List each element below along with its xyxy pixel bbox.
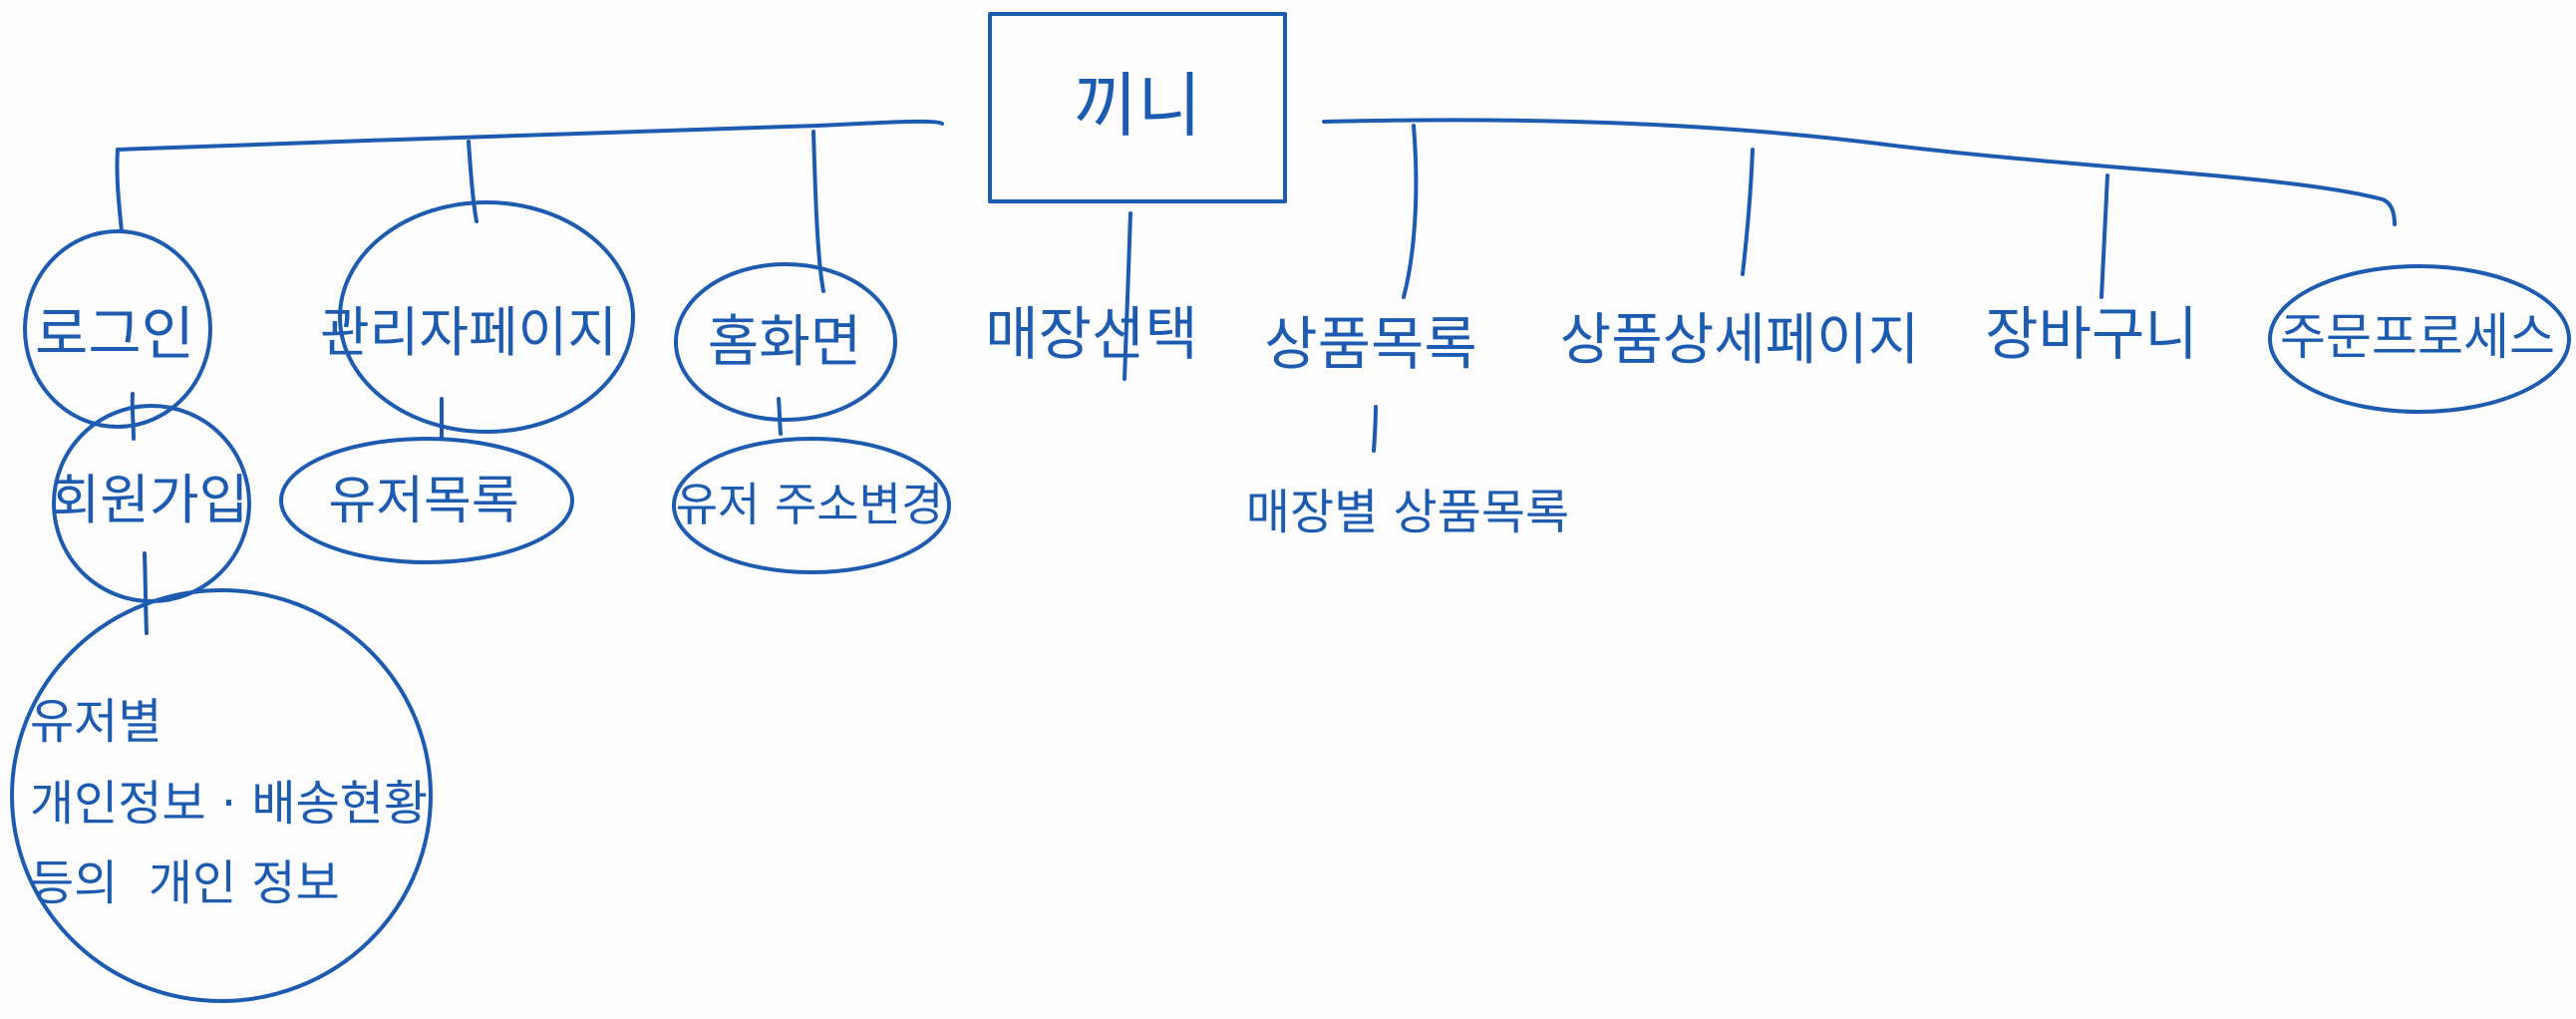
address-change-label: 유저 주소변경 [676,478,944,531]
connector-product-detail [1741,148,1755,276]
cart-label: 장바구니 [1985,300,2197,368]
login-label: 로그인 [35,300,194,368]
signup-detail-line1: 유저별 [30,694,161,750]
branch-line-right [1322,118,2397,226]
connector-product-list [1402,124,1419,299]
root-node-label: 끼니 [1074,65,1202,147]
connector-product-storelist [1372,405,1378,453]
branch-line-left [116,119,944,152]
store-select-label: 매장선택 [985,300,1197,368]
signup-detail-line2: 개인정보 · 배송현황 [30,776,428,832]
product-detail-label: 상품상세페이지 [1560,308,1920,373]
signup-detail-line3: 등의 개인 정보 [30,855,340,911]
connector-login [115,148,124,233]
connector-signup-detail [143,551,149,635]
admin-page-ellipse [338,200,635,434]
product-list-label: 상품목록 [1264,310,1476,378]
connector-home [811,130,825,293]
signup-label: 회원가입 [51,469,249,531]
connector-admin [467,140,479,223]
connector-cart [2099,173,2109,299]
store-product-list-label: 매장별 상품목록 [1246,485,1569,540]
login-ellipse [23,229,212,429]
signup-detail-ellipse [10,588,433,1003]
order-process-label: 주문프로세스 [2280,308,2555,366]
user-list-label: 유저목록 [328,472,518,531]
home-label: 홈화면 [708,310,862,375]
connector-home-address [777,397,783,436]
order-process-ellipse [2268,264,2571,414]
user-list-ellipse [279,437,574,564]
connector-store-select [1123,211,1132,381]
address-change-ellipse [672,437,951,574]
connector-login-signup [130,392,136,441]
home-ellipse [674,262,897,422]
admin-page-label: 관리자페이지 [320,301,617,364]
root-node-box [988,12,1287,203]
